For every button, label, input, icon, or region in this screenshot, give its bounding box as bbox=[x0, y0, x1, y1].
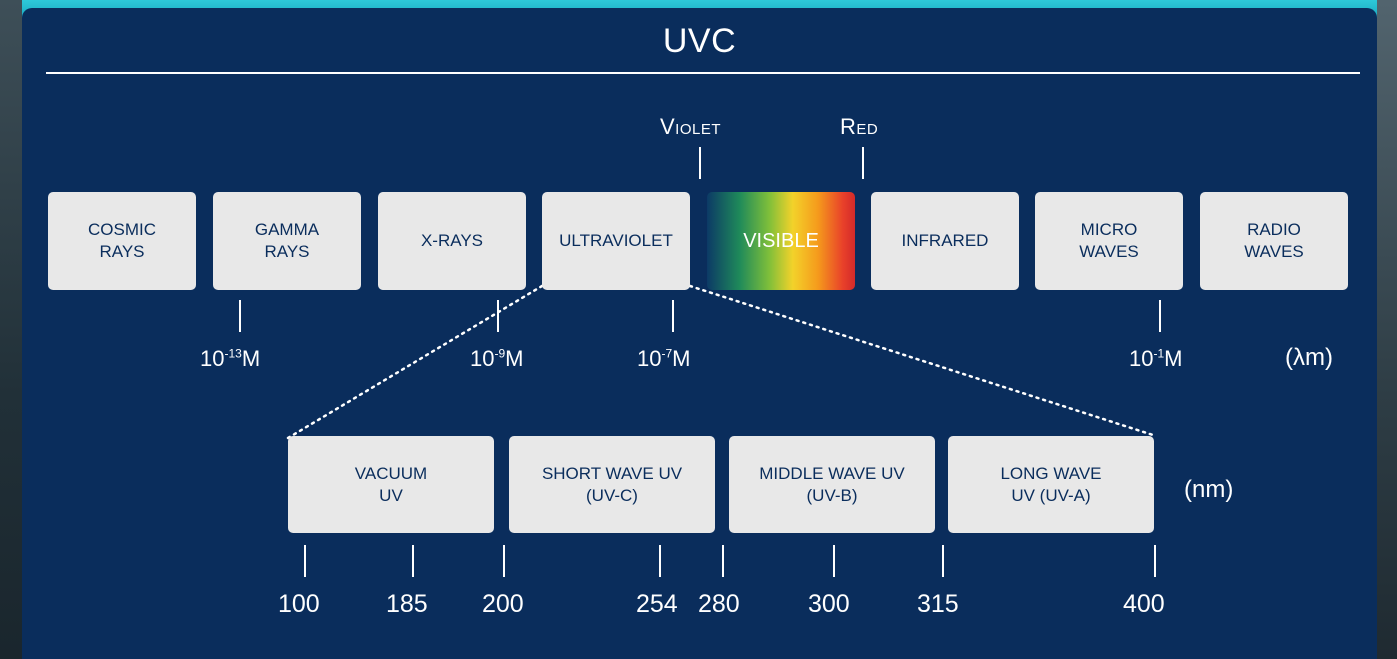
zoom-line-right bbox=[688, 284, 1158, 438]
box-gamma-rays: GAMMA RAYS bbox=[213, 192, 361, 290]
red-label: Red bbox=[840, 114, 879, 139]
box-uv-a: LONG WAVE UV (UV-A) bbox=[948, 436, 1154, 533]
frame-right-edge bbox=[1377, 0, 1397, 659]
box-micro-waves: MICRO WAVES bbox=[1035, 192, 1183, 290]
nm-tick-400 bbox=[1154, 545, 1156, 577]
nm-label-254: 254 bbox=[636, 590, 678, 618]
scale-tick-1e-9 bbox=[497, 300, 499, 332]
wavelength-unit-label: (λm) bbox=[1285, 344, 1333, 371]
nm-tick-280 bbox=[722, 545, 724, 577]
box-radio-waves: RADIO WAVES bbox=[1200, 192, 1348, 290]
nm-label-315: 315 bbox=[917, 590, 959, 618]
nm-tick-315 bbox=[942, 545, 944, 577]
scale-tick-1e-1 bbox=[1159, 300, 1161, 332]
scale-label-1e-9: 10-9M bbox=[470, 346, 524, 371]
nm-tick-254 bbox=[659, 545, 661, 577]
box-uv-b: MIDDLE WAVE UV (UV-B) bbox=[729, 436, 935, 533]
nm-tick-185 bbox=[412, 545, 414, 577]
nm-tick-100 bbox=[304, 545, 306, 577]
uvc-panel: UVC Violet Red COSMIC RAYS GAMMA RAYS X-… bbox=[22, 8, 1377, 659]
box-infrared: INFRARED bbox=[871, 192, 1019, 290]
title-divider bbox=[46, 72, 1360, 74]
red-tick bbox=[862, 147, 864, 179]
box-visible: VISIBLE bbox=[707, 192, 855, 290]
nm-label-200: 200 bbox=[482, 590, 524, 618]
nm-label-300: 300 bbox=[808, 590, 850, 618]
panel-title: UVC bbox=[662, 22, 737, 60]
violet-tick bbox=[699, 147, 701, 179]
frame-left-edge bbox=[0, 0, 22, 659]
violet-label: Violet bbox=[660, 114, 722, 139]
nm-tick-200 bbox=[503, 545, 505, 577]
box-cosmic-rays: COSMIC RAYS bbox=[48, 192, 196, 290]
box-x-rays: X-RAYS bbox=[378, 192, 526, 290]
scale-tick-1e-13 bbox=[239, 300, 241, 332]
nm-label-185: 185 bbox=[386, 590, 428, 618]
nm-tick-300 bbox=[833, 545, 835, 577]
box-ultraviolet: ULTRAVIOLET bbox=[542, 192, 690, 290]
scale-tick-1e-7 bbox=[672, 300, 674, 332]
box-uv-c: SHORT WAVE UV (UV-C) bbox=[509, 436, 715, 533]
zoom-dotted-lines bbox=[286, 284, 1158, 440]
nm-unit-label: (nm) bbox=[1184, 476, 1234, 503]
nm-label-100: 100 bbox=[278, 590, 320, 618]
nm-label-400: 400 bbox=[1123, 590, 1165, 618]
scale-label-1e-7: 10-7M bbox=[637, 346, 691, 371]
scale-label-1e-13: 10-13M bbox=[200, 346, 261, 371]
box-vacuum-uv: VACUUM UV bbox=[288, 436, 494, 533]
nm-label-280: 280 bbox=[698, 590, 740, 618]
scale-label-1e-1: 10-1M bbox=[1129, 346, 1183, 371]
